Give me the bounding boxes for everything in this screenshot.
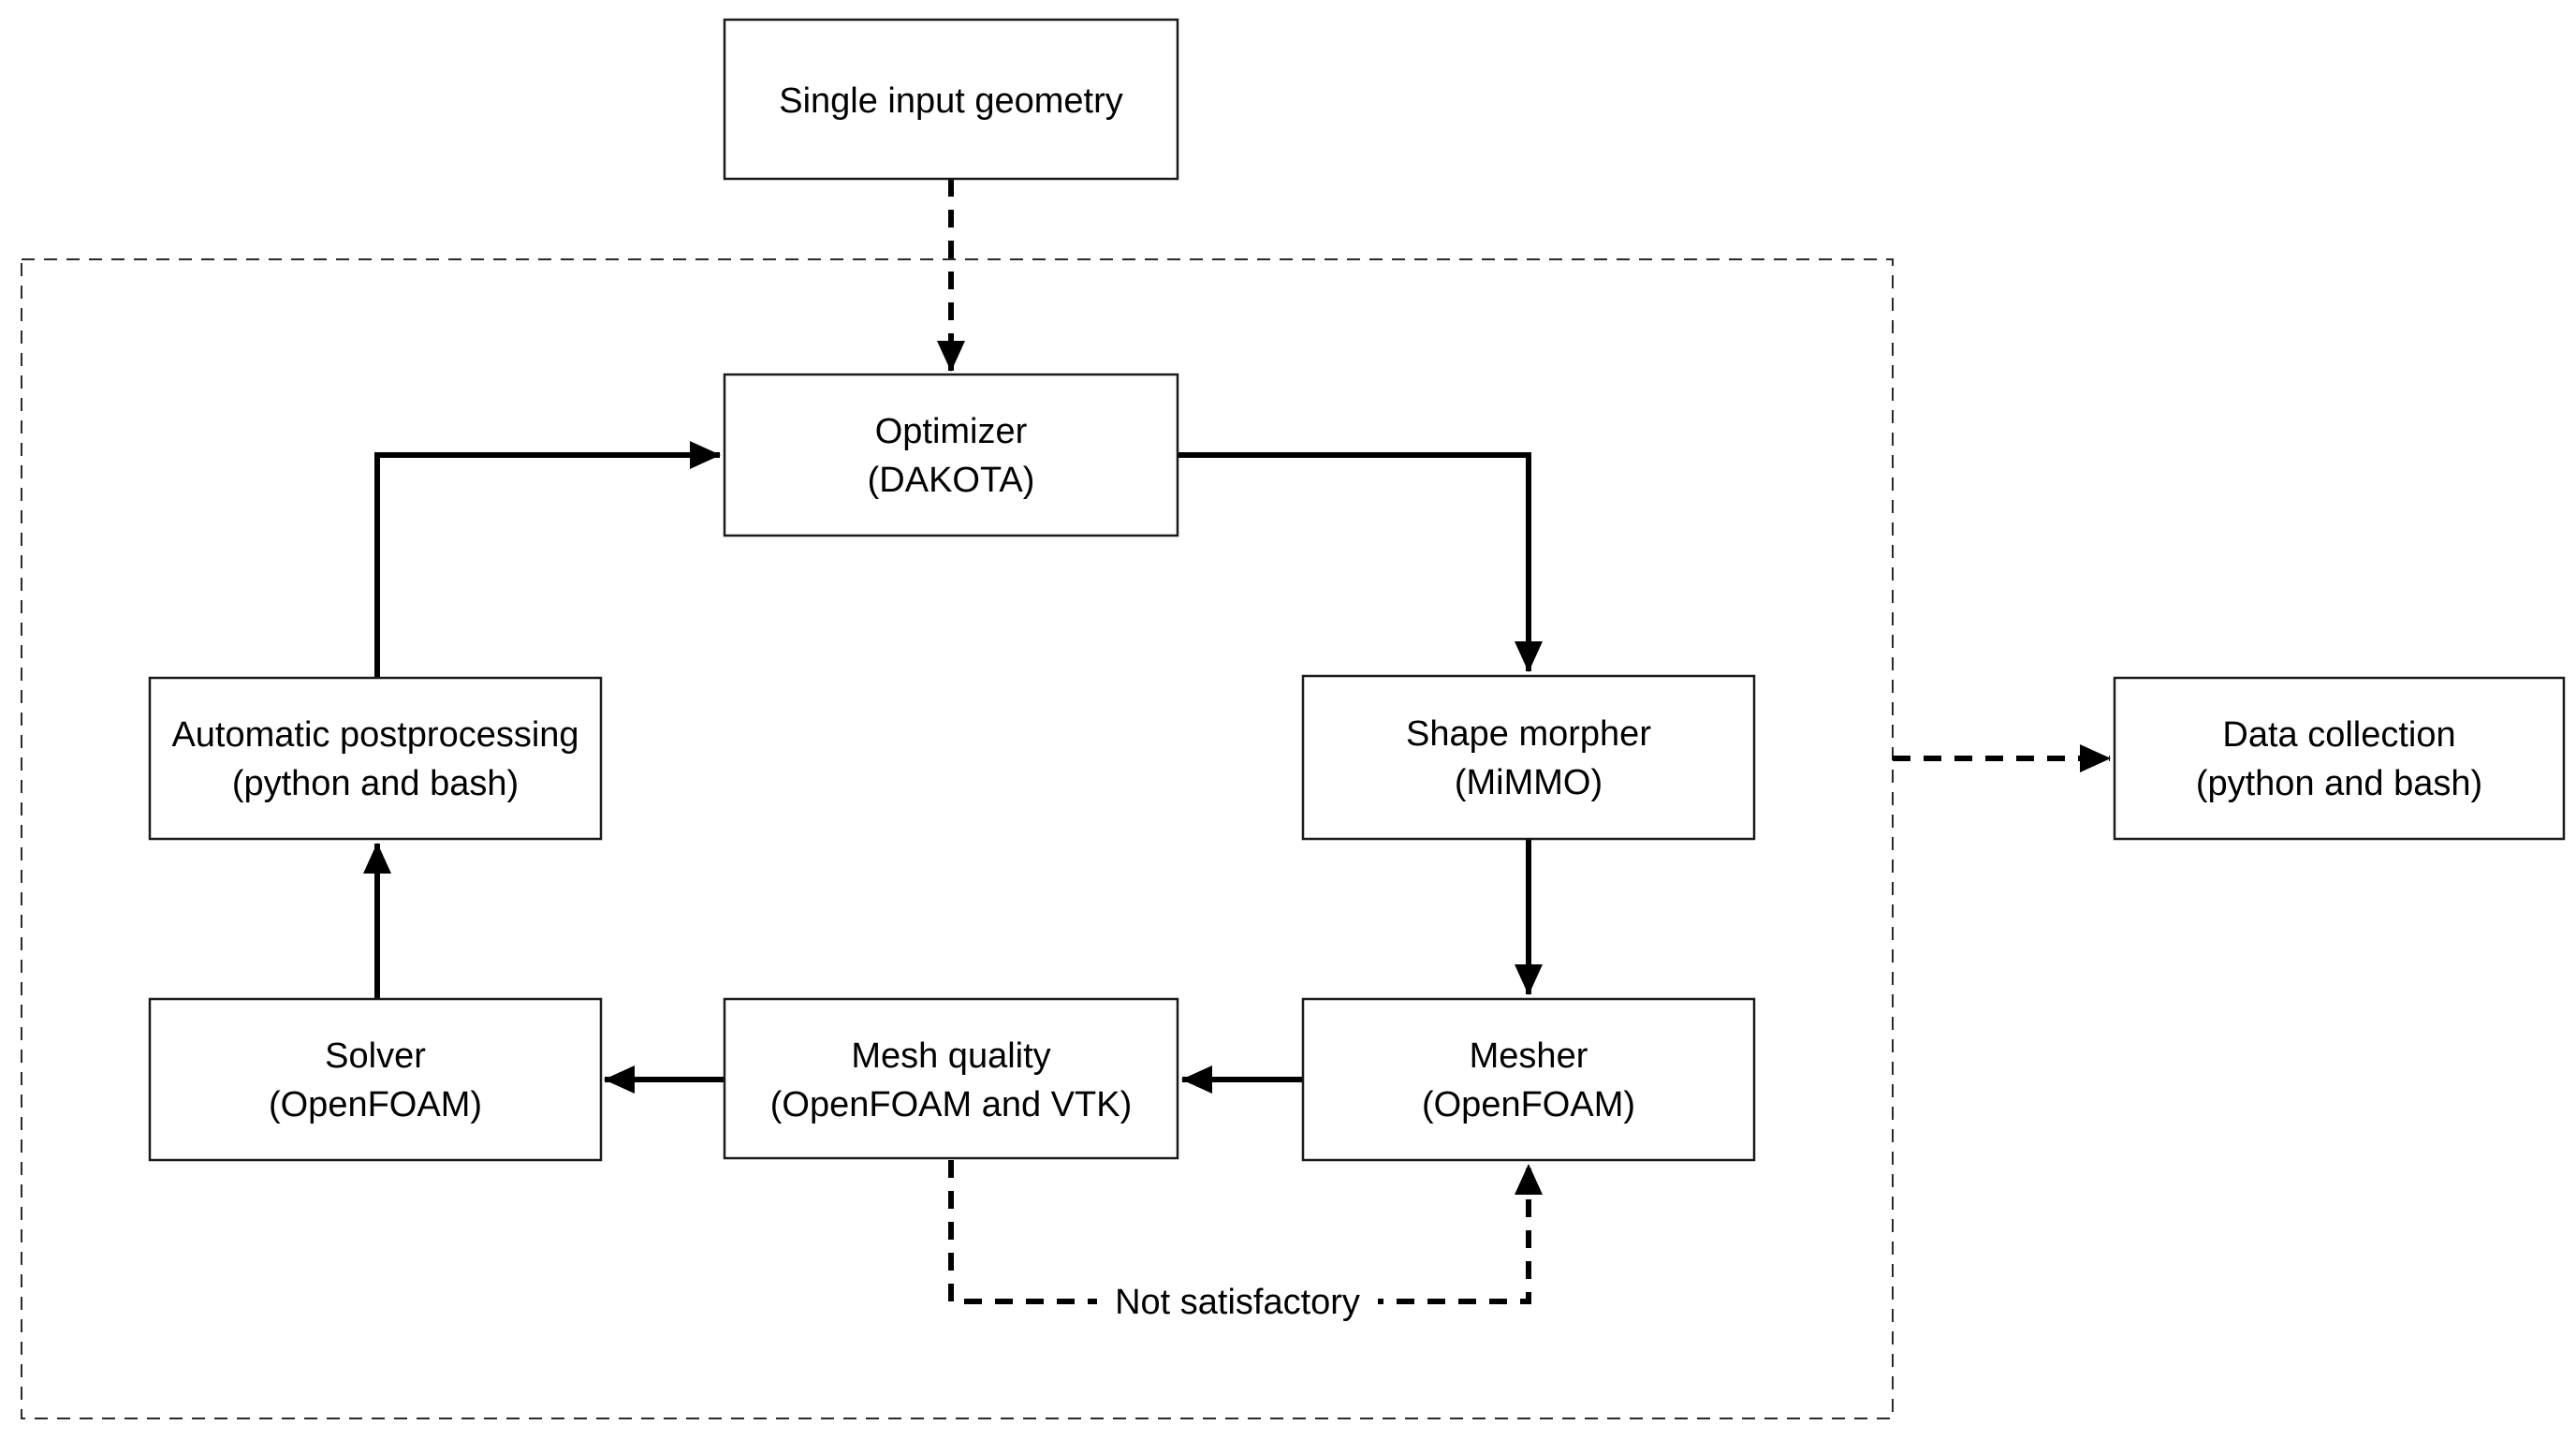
node-shape-morpher-label-line2: (MiMMO) bbox=[1455, 763, 1603, 802]
node-mesher: Mesher (OpenFOAM) bbox=[1301, 997, 1756, 1162]
node-data-collection-label-line1: Data collection bbox=[2222, 715, 2455, 755]
edge-optimizer-to-shape-morpher bbox=[1178, 452, 1543, 672]
edge-auto-postprocessing-to-optimizer bbox=[374, 441, 721, 678]
node-solver-label-line1: Solver bbox=[325, 1036, 426, 1076]
node-optimizer-label-line1: Optimizer bbox=[875, 412, 1028, 451]
node-solver-label-line2: (OpenFOAM) bbox=[269, 1085, 482, 1124]
node-automatic-postprocessing-label-line1: Automatic postprocessing bbox=[171, 715, 578, 755]
node-single-input-geometry: Single input geometry bbox=[723, 18, 1179, 181]
node-optimizer-label-line2: (DAKOTA) bbox=[868, 461, 1035, 500]
node-shape-morpher-label-line1: Shape morpher bbox=[1406, 714, 1651, 754]
node-mesh-quality: Mesh quality (OpenFOAM and VTK) bbox=[723, 997, 1179, 1160]
node-optimizer: Optimizer (DAKOTA) bbox=[723, 373, 1179, 537]
edge-not-satisfactory-feedback bbox=[948, 1160, 1543, 1304]
node-automatic-postprocessing-label-line2: (python and bash) bbox=[232, 764, 519, 803]
node-mesh-quality-label-line1: Mesh quality bbox=[851, 1036, 1050, 1076]
optimization-loop-container bbox=[21, 258, 1894, 1419]
node-mesher-label-line1: Mesher bbox=[1470, 1036, 1588, 1076]
node-solver: Solver (OpenFOAM) bbox=[148, 997, 603, 1162]
node-mesh-quality-label-line2: (OpenFOAM and VTK) bbox=[770, 1085, 1132, 1124]
node-shape-morpher: Shape morpher (MiMMO) bbox=[1301, 674, 1756, 841]
not-satisfactory-label-mask bbox=[1097, 1271, 1378, 1331]
node-data-collection: Data collection (python and bash) bbox=[2113, 676, 2566, 841]
node-data-collection-label-line2: (python and bash) bbox=[2196, 764, 2482, 803]
node-mesher-label-line2: (OpenFOAM) bbox=[1422, 1085, 1635, 1124]
node-automatic-postprocessing: Automatic postprocessing (python and bas… bbox=[148, 676, 603, 841]
not-satisfactory-label: Not satisfactory bbox=[1115, 1283, 1360, 1322]
node-single-input-geometry-label: Single input geometry bbox=[779, 81, 1123, 121]
